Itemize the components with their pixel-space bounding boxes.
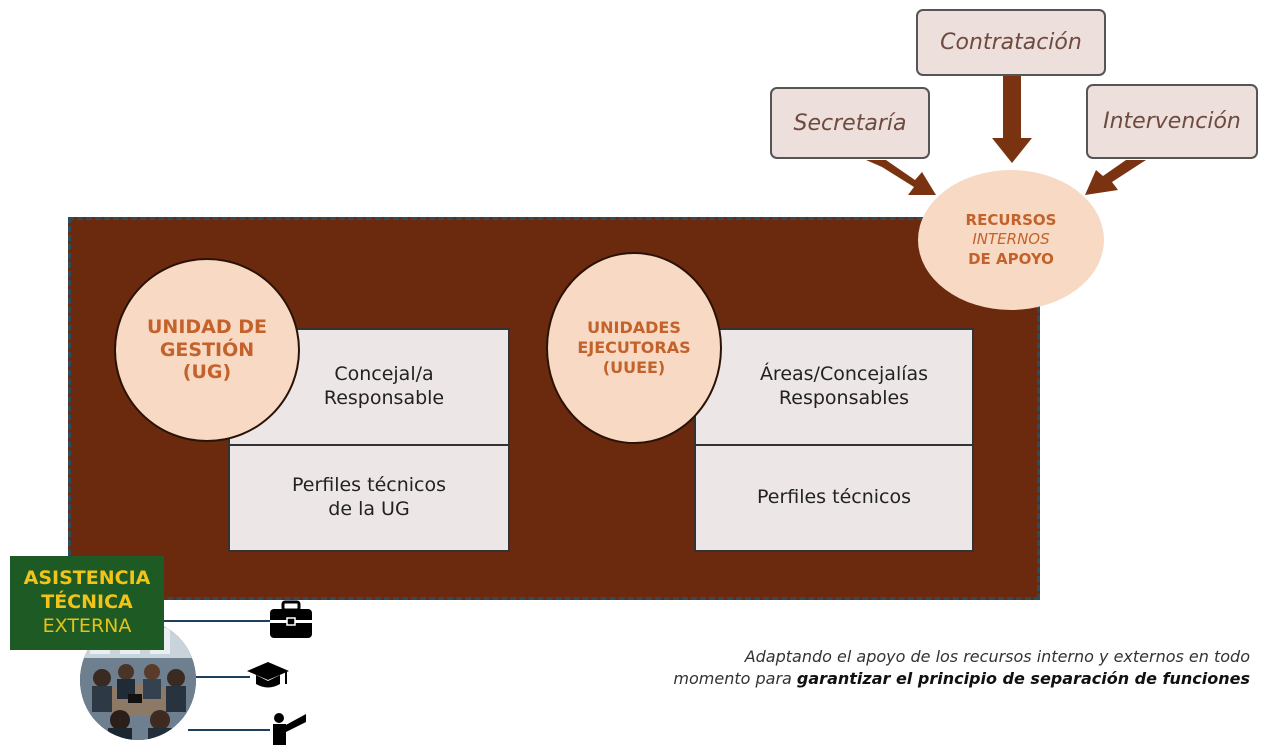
arrow-down <box>992 76 1032 163</box>
ug-title-line1: UNIDAD DE <box>146 315 267 338</box>
ate-line2: TÉCNICA <box>41 591 133 614</box>
intervencion-box: Intervención <box>1086 84 1258 159</box>
ug-circle: UNIDAD DE GESTIÓN (UG) <box>114 258 300 442</box>
ate-line3: EXTERNA <box>42 614 132 637</box>
ug-responsible-line2: Responsable <box>323 387 445 409</box>
ug-technical-profiles-cell: Perfiles técnicos de la UG <box>228 444 510 552</box>
ug-responsible-line1: Concejal/a <box>334 363 434 386</box>
briefcase-icon <box>270 600 312 638</box>
external-technical-assistance-box: ASISTENCIA TÉCNICA EXTERNA <box>10 556 164 650</box>
footnote-line2-normal: momento para <box>673 668 797 688</box>
internal-resources-line1: RECURSOS <box>965 210 1057 229</box>
intervencion-label: Intervención <box>1103 109 1241 134</box>
uuee-title-line1: UNIDADES <box>587 318 681 337</box>
internal-resources-line3: DE APOYO <box>968 249 1054 268</box>
footnote-line1: Adaptando el apoyo de los recursos inter… <box>744 647 1250 666</box>
graduation-cap-icon <box>247 662 289 688</box>
footnote: Adaptando el apoyo de los recursos inter… <box>620 646 1250 689</box>
external-assistance-connectors <box>160 620 270 731</box>
uuee-responsible-line2: Responsables <box>778 387 910 409</box>
ug-title-line3: (UG) <box>182 361 232 384</box>
uuee-responsible-cell: Áreas/Concejalías Responsables <box>694 328 974 446</box>
ate-line1: ASISTENCIA <box>23 567 151 590</box>
ug-technical-line1: Perfiles técnicos <box>291 474 447 497</box>
uuee-technical-label: Perfiles técnicos <box>756 486 912 509</box>
uuee-responsible-line1: Áreas/Concejalías <box>759 363 929 386</box>
secretaria-label: Secretaría <box>793 110 907 136</box>
uuee-title-line3: (UUEE) <box>602 358 666 377</box>
ug-technical-line2: de la UG <box>328 498 410 520</box>
contratacion-box: Contratación <box>916 9 1106 76</box>
footnote-line2-bold: garantizar el principio de separación de… <box>796 668 1250 688</box>
uuee-circle: UNIDADES EJECUTORAS (UUEE) <box>546 252 722 444</box>
uuee-title-line2: EJECUTORAS <box>577 338 691 357</box>
ug-title-line2: GESTIÓN <box>159 338 255 361</box>
internal-resources-circle: RECURSOS INTERNOS DE APOYO <box>918 170 1104 310</box>
arrow-secretaria <box>866 160 936 195</box>
arrow-intervencion <box>1085 160 1146 195</box>
uuee-technical-profiles-cell: Perfiles técnicos <box>694 444 974 552</box>
internal-resources-line2: INTERNOS <box>972 230 1050 249</box>
contratacion-label: Contratación <box>940 30 1082 55</box>
secretaria-box: Secretaría <box>770 87 930 159</box>
presenter-icon <box>273 713 306 745</box>
